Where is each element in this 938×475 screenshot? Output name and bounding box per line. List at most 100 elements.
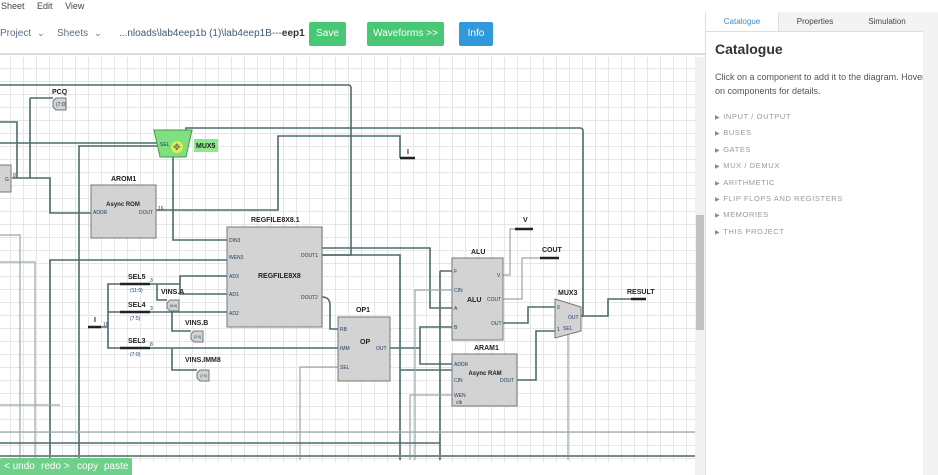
op-rb: RB: [340, 327, 348, 333]
regfile-dout2: DOUT2: [301, 295, 318, 301]
pcq-probe[interactable]: PCQ (7:0): [52, 89, 68, 111]
alu-cout: COUT: [487, 297, 501, 303]
aram1[interactable]: ARAM1 Async RAM ADDR CIN WEN clk DOUT: [451, 345, 518, 407]
left-comp-width: 8: [13, 173, 16, 179]
tab-properties[interactable]: Properties: [796, 17, 834, 26]
triangle-right-icon: ▶: [715, 229, 721, 236]
sel4-label: SEL4: [128, 302, 146, 309]
arom-label: AROM1: [111, 176, 136, 183]
category-input-output[interactable]: ▶INPUT / OUTPUT: [715, 112, 938, 128]
sel4-width: 3: [150, 306, 153, 312]
tab-catalogue[interactable]: Catalogue: [706, 12, 779, 31]
category-list: ▶INPUT / OUTPUT ▶BUSES ▶GATES ▶MUX / DEM…: [715, 112, 938, 243]
regfile-ad2: AD2: [229, 311, 239, 317]
triangle-right-icon: ▶: [715, 131, 721, 138]
mux3-p1: 1: [557, 327, 560, 333]
category-label: ARITHMETIC: [723, 177, 776, 187]
regfile-dout1: DOUT1: [301, 253, 318, 259]
input-i-width: 16: [103, 322, 109, 328]
output-cout-label: COUT: [542, 247, 563, 254]
menu-sheet[interactable]: Sheet: [1, 1, 25, 11]
panel-title: Catalogue: [715, 41, 783, 57]
vins-b-label: VINS.B: [185, 320, 208, 327]
category-this-project[interactable]: ▶THIS PROJECT: [715, 227, 938, 243]
aram-wen: WEN: [454, 393, 466, 399]
category-buses[interactable]: ▶BUSES: [715, 128, 938, 144]
triangle-right-icon: ▶: [715, 147, 721, 154]
alu-cin: CIN: [454, 288, 463, 294]
redo-button[interactable]: redo >: [37, 458, 74, 475]
circuit-diagram[interactable]: PCQ (7:0) G 8 ✥ SEL MUX5 AROM1 Async ROM…: [0, 57, 695, 462]
op-out: OUT: [376, 346, 387, 352]
alu-label: ALU: [471, 249, 485, 256]
vins-probes[interactable]: VINS.A (8:6) VINS.B (2:0) VINS.IMM8 (7:0…: [161, 289, 221, 382]
sel3-width: 8: [150, 342, 153, 348]
circuit-canvas[interactable]: PCQ (7:0) G 8 ✥ SEL MUX5 AROM1 Async ROM…: [0, 57, 695, 462]
op1[interactable]: OP1 OP RB IMM SEL OUT: [337, 307, 391, 382]
panel-scrollbar[interactable]: [923, 12, 938, 475]
op-label: OP1: [356, 307, 370, 314]
move-cursor-icon: ✥: [173, 142, 181, 152]
left-comp-pin: G: [5, 177, 9, 183]
waveforms-button[interactable]: Waveforms >>: [367, 22, 444, 46]
aram-addr: ADDR: [454, 362, 469, 368]
output-pins[interactable]: V COUT RESULT I: [400, 149, 655, 301]
undo-button[interactable]: < undo: [0, 458, 39, 475]
category-memories[interactable]: ▶MEMORIES: [715, 210, 938, 226]
menu-view[interactable]: View: [65, 1, 85, 11]
menubar: Sheet Edit View: [0, 0, 938, 12]
input-i[interactable]: I 16: [88, 317, 109, 329]
mux5-label: MUX5: [196, 143, 216, 150]
op-imm: IMM: [340, 346, 350, 352]
scrollbar-thumb[interactable]: [696, 215, 704, 330]
regfile-ad1: AD1: [229, 292, 239, 298]
alu-b: B: [454, 325, 458, 331]
sheets-dropdown[interactable]: Sheets⌄: [57, 28, 102, 39]
aram-dout: DOUT: [500, 378, 514, 384]
category-label: THIS PROJECT: [723, 226, 785, 236]
info-button[interactable]: Info: [459, 22, 493, 46]
copy-button[interactable]: copy: [73, 458, 103, 475]
project-label: Project: [0, 28, 32, 39]
panel-tabs: Catalogue Properties Simulation: [706, 12, 938, 32]
category-gates[interactable]: ▶GATES: [715, 145, 938, 161]
paste-button[interactable]: paste: [100, 458, 133, 475]
arom-title: Async ROM: [106, 202, 140, 208]
pcq-range: (7:0): [56, 102, 67, 108]
arom1[interactable]: AROM1 Async ROM ADDR DOUT 16: [90, 176, 164, 239]
triangle-right-icon: ▶: [715, 164, 721, 171]
sel4-range: (7:5): [130, 316, 141, 322]
triangle-right-icon: ▶: [715, 196, 721, 203]
canvas-scrollbar[interactable]: [695, 57, 705, 475]
category-arithmetic[interactable]: ▶ARITHMETIC: [715, 178, 938, 194]
file-path: ...nloads\lab4eep1b (1)\lab4eep1B---eep1: [119, 28, 305, 39]
category-mux-demux[interactable]: ▶MUX / DEMUX: [715, 161, 938, 177]
category-flip-flops[interactable]: ▶FLIP FLOPS AND REGISTERS: [715, 194, 938, 210]
triangle-right-icon: ▶: [715, 115, 721, 121]
path-file: eep1: [281, 28, 305, 39]
chevron-down-icon: ⌄: [37, 28, 45, 38]
category-label: BUSES: [723, 128, 752, 138]
left-component[interactable]: G 8: [0, 164, 16, 193]
mux3-out: OUT: [568, 315, 579, 321]
tab-simulation[interactable]: Simulation: [868, 17, 906, 26]
category-label: MUX / DEMUX: [723, 161, 780, 171]
save-button[interactable]: Save: [309, 22, 346, 46]
alu[interactable]: ALU ALU F CIN A B V COUT OUT: [451, 249, 504, 341]
regfile-wen: WEN3: [229, 255, 244, 261]
output-i-label: I: [407, 149, 409, 156]
wires: [0, 84, 695, 460]
sel5-width: 3: [150, 278, 153, 284]
path-prefix: ...nloads\lab4eep1b (1)\lab4eep1B---: [119, 28, 282, 39]
panel-description: Click on a component to add it to the di…: [715, 72, 926, 96]
op-title: OP: [360, 339, 370, 346]
bus-splitters[interactable]: SEL5 (11:9) 3 SEL4 (7:5) 3 SEL3 (7:0) 8: [120, 274, 153, 358]
regfile8x8-1[interactable]: REGFILE8X8.1 DIN3 WEN3 AD3 AD1 AD2 DOUT1…: [226, 217, 323, 328]
project-dropdown[interactable]: Project ⌄: [0, 28, 45, 39]
mux3[interactable]: MUX3 0 1 OUT SEL: [554, 290, 582, 339]
mux3-sel: SEL: [563, 326, 573, 332]
sheets-label: Sheets: [57, 28, 89, 39]
mux5[interactable]: ✥ SEL MUX5: [153, 129, 218, 158]
aram-label: ARAM1: [474, 345, 499, 352]
menu-edit[interactable]: Edit: [37, 1, 53, 11]
